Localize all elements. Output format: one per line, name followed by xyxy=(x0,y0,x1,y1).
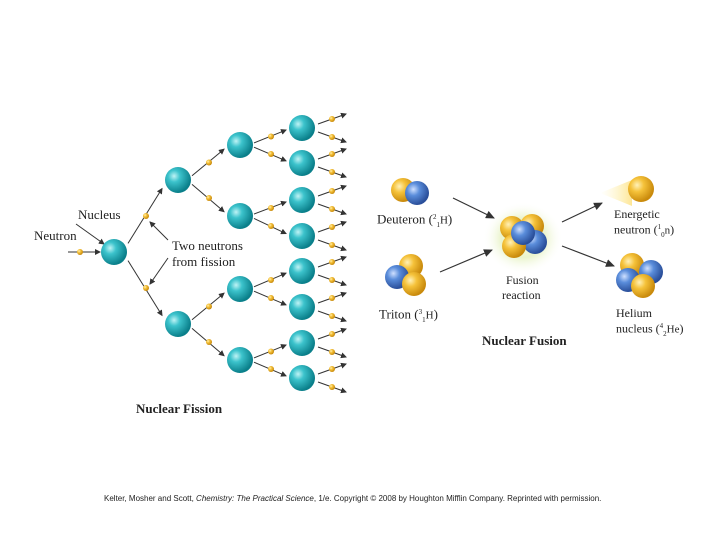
neutron-dot xyxy=(268,133,274,140)
label-nucleus: Nucleus xyxy=(78,207,121,222)
neutron-dot xyxy=(329,206,335,212)
arrow-helium-out xyxy=(561,245,615,267)
neutron-dot xyxy=(206,339,212,345)
nucleus-sphere xyxy=(289,258,315,284)
pointer-line-upper xyxy=(149,221,169,241)
label-fusion-reaction-2: reaction xyxy=(502,288,541,302)
neutron-dot xyxy=(268,205,274,211)
neutron-dot xyxy=(329,151,335,157)
nucleus-sphere xyxy=(165,167,191,193)
nucleus-sphere xyxy=(227,203,253,229)
neutron-dot xyxy=(329,169,335,175)
neutron-dot xyxy=(206,159,212,166)
neutron-dot xyxy=(268,223,274,229)
nucleus-sphere xyxy=(227,132,253,158)
neutron-dot xyxy=(329,349,335,355)
neutron-dot xyxy=(329,313,335,319)
label-two-neutrons-2: from fission xyxy=(172,254,236,269)
nucleus-sphere xyxy=(289,294,315,320)
neutron-dot xyxy=(329,277,335,283)
credit-line: Kelter, Mosher and Scott, Chemistry: The… xyxy=(104,494,602,503)
label-fusion-reaction-1: Fusion xyxy=(506,273,539,287)
nucleus-sphere xyxy=(289,115,315,141)
nucleus-sphere xyxy=(289,330,315,356)
neutron-dot xyxy=(329,116,335,122)
arrow-neutron-out xyxy=(561,202,603,223)
neutron-dot xyxy=(329,134,335,140)
neutron-dot xyxy=(329,188,335,194)
neutron-dot xyxy=(268,295,274,301)
nucleus-sphere xyxy=(289,223,315,249)
triton-particle xyxy=(385,254,426,296)
neutron-dot xyxy=(268,151,274,157)
energetic-neutron-particle xyxy=(628,176,654,202)
fission-diagram xyxy=(68,112,347,394)
neutron-dot xyxy=(206,195,212,201)
label-helium-1: Helium xyxy=(616,306,652,320)
nucleus-sphere xyxy=(227,347,253,373)
neutron-dot xyxy=(329,224,335,230)
label-deuteron: Deuteron (21H) xyxy=(377,211,453,229)
nucleus-sphere xyxy=(289,150,315,176)
nucleus-sphere xyxy=(289,365,315,391)
neutron-dot xyxy=(329,331,335,337)
neutron-dot xyxy=(77,249,83,255)
label-triton: Triton (31H) xyxy=(379,306,438,324)
neutron-dot xyxy=(329,242,335,248)
nucleus-sphere xyxy=(227,276,253,302)
neutron-dot xyxy=(329,366,335,372)
label-energetic-2: neutron (10n) xyxy=(614,222,675,239)
fusion-title: Nuclear Fusion xyxy=(482,333,567,348)
label-helium-2: nucleus (42He) xyxy=(616,321,684,338)
neutron-dot xyxy=(143,285,149,291)
neutron-dot xyxy=(268,277,274,283)
energy-flash xyxy=(600,180,632,206)
neutron-dot xyxy=(143,213,149,219)
fusion-cluster xyxy=(500,214,547,258)
arrow-deuteron xyxy=(452,197,495,219)
fission-title: Nuclear Fission xyxy=(136,401,223,416)
label-energetic-1: Energetic xyxy=(614,207,660,221)
neutron-dot xyxy=(329,384,335,390)
label-neutron: Neutron xyxy=(34,228,77,243)
nucleus-pointer-line xyxy=(75,223,105,245)
label-two-neutrons-1: Two neutrons xyxy=(172,238,243,253)
deuteron-particle xyxy=(391,178,429,205)
neutron-dot xyxy=(268,348,274,355)
neutron-dot xyxy=(329,295,335,301)
neutron-dot xyxy=(206,303,212,310)
nucleus-sphere xyxy=(165,311,191,337)
helium-nucleus-particle xyxy=(616,253,663,298)
nucleus-sphere xyxy=(101,239,127,265)
pointer-line-lower xyxy=(149,257,169,285)
neutron-dot xyxy=(268,366,274,372)
neutron-dot xyxy=(329,259,335,265)
arrow-triton xyxy=(439,249,493,273)
fusion-diagram xyxy=(385,176,663,298)
nucleus-sphere xyxy=(289,187,315,213)
